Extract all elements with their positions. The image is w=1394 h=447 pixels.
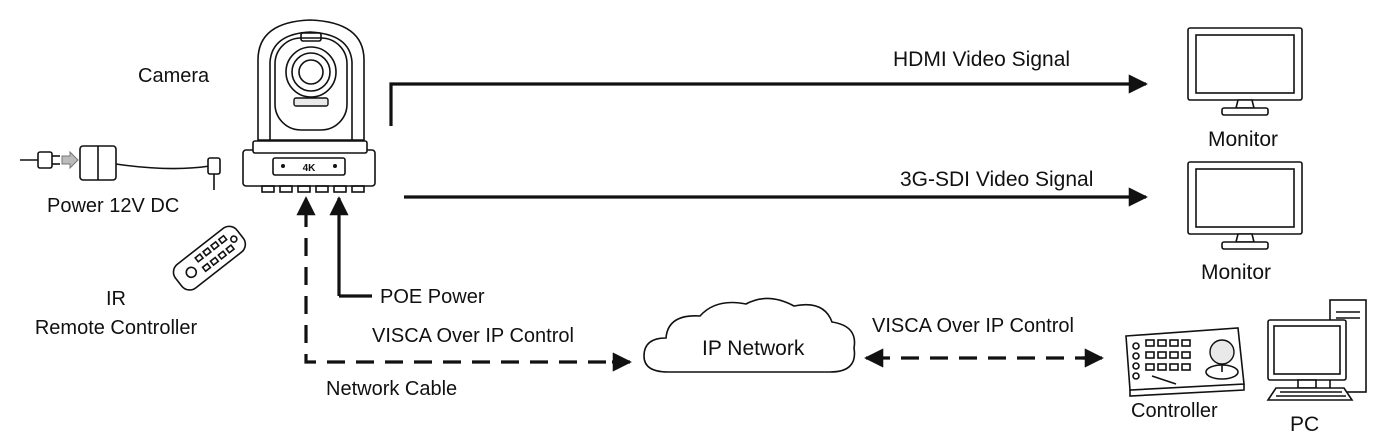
network-cable-line	[296, 196, 606, 364]
desktop-pc-icon	[1266, 299, 1367, 401]
power-label: Power 12V DC	[47, 195, 179, 217]
monitor-top-label: Monitor	[1208, 128, 1278, 151]
camera-label: Camera	[138, 65, 210, 87]
ip-network-label: IP Network	[702, 337, 805, 360]
ptz-camera-icon	[242, 19, 376, 193]
ir-label-line2: Remote Controller	[35, 317, 198, 339]
network-cable-label: Network Cable	[326, 378, 457, 400]
ptz-controller-icon	[1125, 327, 1245, 397]
camera-badge: 4K	[303, 163, 317, 174]
visca-left-label: VISCA Over IP Control	[372, 325, 574, 347]
hdmi-label: HDMI Video Signal	[893, 48, 1070, 71]
monitor-bottom-label: Monitor	[1201, 261, 1271, 284]
hdmi-connection-line	[389, 74, 1148, 126]
ir-remote-icon	[172, 225, 247, 291]
controller-label: Controller	[1131, 400, 1218, 422]
poe-label: POE Power	[380, 286, 485, 308]
sdi-label: 3G-SDI Video Signal	[900, 168, 1093, 191]
monitor-icon	[1187, 27, 1303, 116]
monitor-icon	[1187, 161, 1303, 250]
power-adapter-icon	[20, 145, 221, 190]
visca-right-label: VISCA Over IP Control	[872, 315, 1074, 337]
cloud-icon	[643, 297, 856, 373]
ir-label-line1: IR	[106, 288, 126, 310]
pc-label: PC	[1290, 413, 1319, 436]
